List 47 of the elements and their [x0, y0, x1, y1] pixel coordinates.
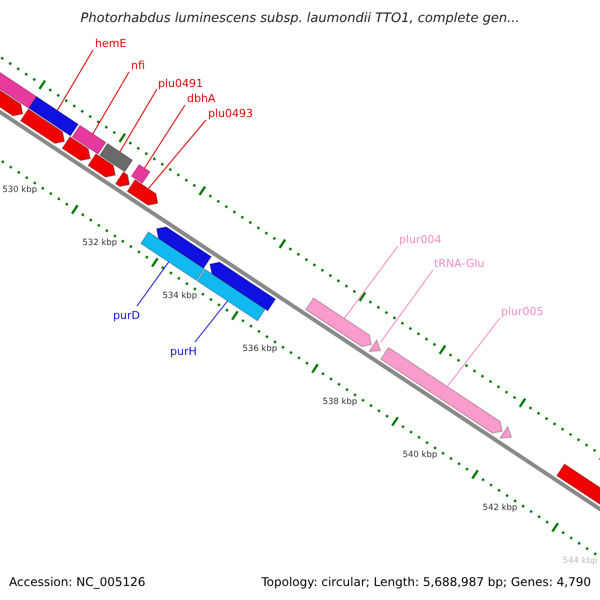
leader-line: [119, 88, 158, 152]
gene-block: [72, 124, 106, 155]
gene-feature: [114, 171, 130, 188]
scale-label: 530 kbp: [2, 186, 37, 195]
leader-line: [148, 120, 206, 190]
leader-line: [344, 246, 398, 319]
scale-label: 540 kbp: [402, 451, 438, 460]
genome-info-text: Topology: circular; Length: 5,688,987 bp; Genes: 4,790: [261, 576, 591, 588]
scale-label: 542 kbp: [482, 504, 518, 513]
scale-label: 534 kbp: [162, 292, 198, 301]
gene-feature: [156, 226, 212, 269]
accession-text: Accession: NC_005126: [9, 576, 146, 588]
gene-name: hemE: [95, 38, 126, 49]
gene-block: [130, 164, 151, 184]
gene-name: purD: [113, 310, 140, 321]
gene-name: dbhA: [187, 93, 216, 104]
gene-name: nfi: [131, 60, 145, 71]
scale-label: 538 kbp: [322, 398, 358, 407]
scale-label: 532 kbp: [82, 239, 118, 248]
leader-line: [446, 318, 500, 387]
gene-feature: [126, 179, 158, 206]
gene-block: [28, 96, 79, 137]
gene-triangle: [368, 338, 382, 352]
gene-feature: [305, 297, 372, 348]
leader-line: [56, 50, 94, 111]
gene-name: plur004: [399, 234, 442, 245]
gene-feature: [87, 153, 116, 178]
gene-name: plu0493: [208, 108, 254, 119]
gene-block: [99, 142, 134, 172]
gene-name: purH: [170, 346, 197, 357]
leader-line: [144, 104, 186, 169]
gene-name: plur005: [501, 306, 544, 317]
leader-line: [136, 262, 170, 306]
gene-block: [196, 268, 266, 322]
gene-triangle: [499, 425, 512, 439]
leader-line: [92, 72, 130, 134]
title: Photorhabdus luminescens subsp. laumondii TTO1, complete gen...: [80, 12, 520, 25]
leader-line: [380, 270, 434, 343]
gene-block: [140, 231, 206, 282]
scale-label: 544 kbp: [562, 557, 598, 566]
gene-feature: [20, 108, 66, 144]
scale-label: 536 kbp: [242, 345, 278, 354]
gene-name: plu0491: [158, 78, 204, 89]
gene-name: tRNA-Glu: [434, 258, 484, 269]
gene-feature: [209, 262, 276, 312]
gene-feature: [380, 346, 503, 434]
gene-feature: [62, 136, 91, 162]
